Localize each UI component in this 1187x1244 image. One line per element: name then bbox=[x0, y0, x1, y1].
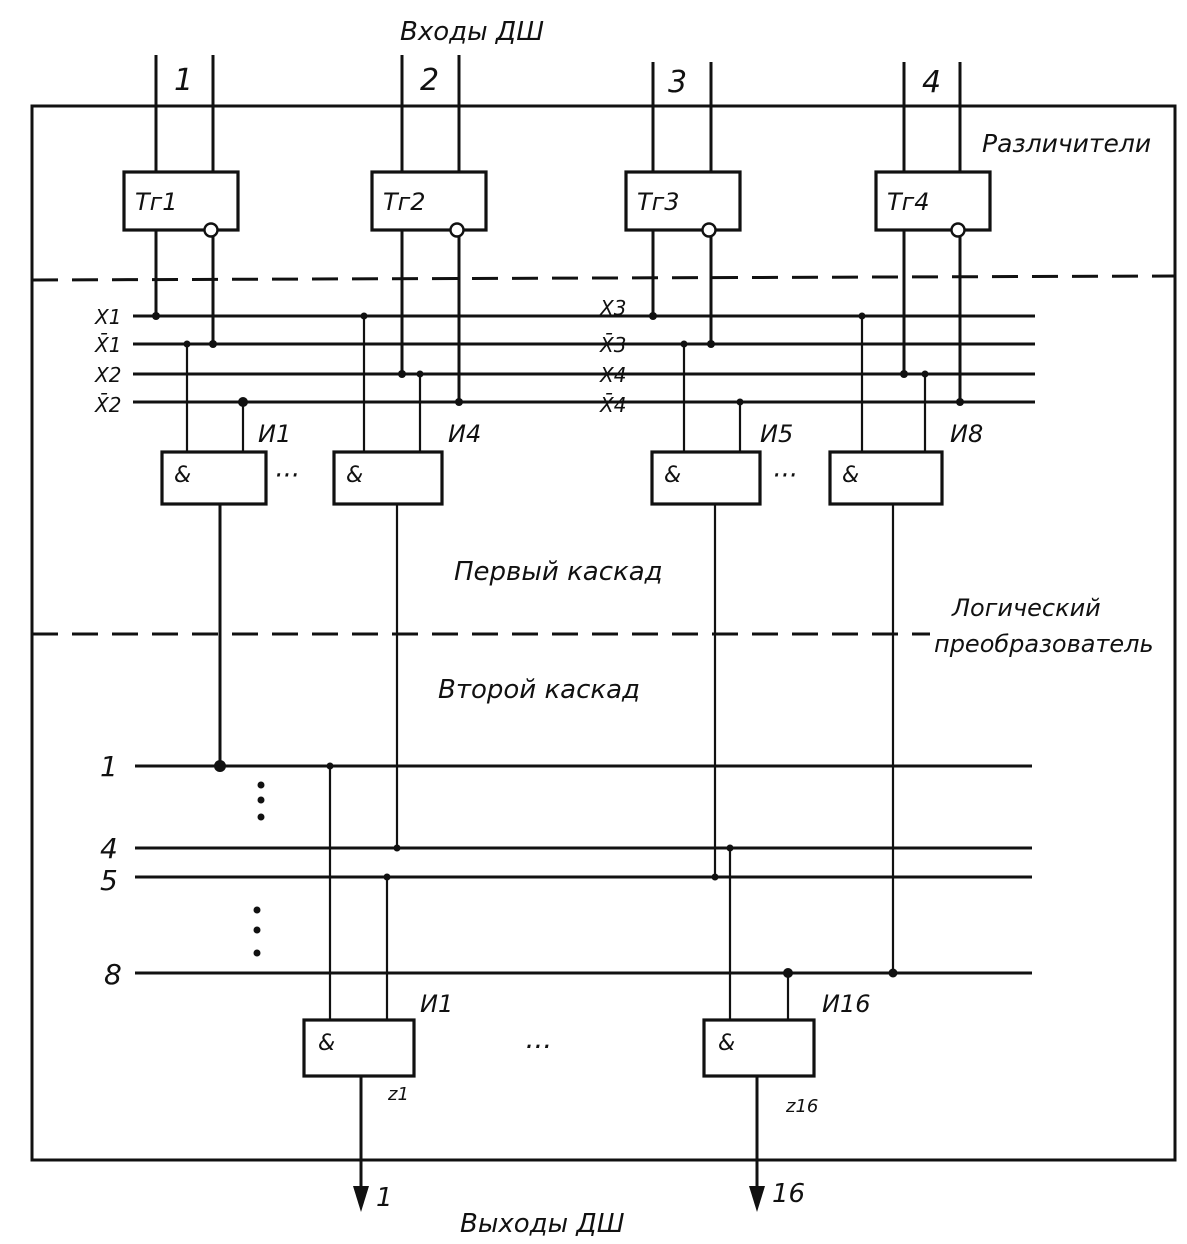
and-symbol: & bbox=[718, 1031, 735, 1056]
and-symbol: & bbox=[842, 463, 859, 488]
output-number-1: 1 bbox=[376, 1183, 393, 1213]
variable-buses bbox=[133, 314, 1035, 404]
and-symbol: & bbox=[664, 463, 681, 488]
gate-label-second-i16: И16 bbox=[822, 990, 871, 1018]
gate-label-second-i1: И1 bbox=[420, 990, 453, 1018]
vertical-ellipsis bbox=[253, 781, 265, 957]
bus-x2-label: X2 bbox=[94, 363, 121, 387]
trigger-1 bbox=[122, 170, 240, 232]
inverting-output-3 bbox=[701, 222, 717, 238]
bus-x1-inv-label: X̄1 bbox=[94, 332, 121, 357]
gate-label-i5: И5 bbox=[760, 420, 793, 448]
converter-label-line2: преобразователь bbox=[934, 630, 1154, 658]
output-number-16: 16 bbox=[772, 1179, 805, 1209]
converter-label-line1: Логический bbox=[951, 594, 1101, 622]
trigger-2-label: Tг2 bbox=[383, 188, 426, 216]
inverting-output-2 bbox=[449, 222, 465, 238]
and-gate-first-8 bbox=[828, 450, 944, 506]
output-z16-label: z16 bbox=[785, 1096, 818, 1117]
line-label-1: 1 bbox=[100, 750, 118, 783]
bus-x4-label: X4 bbox=[599, 363, 626, 387]
second-stage-label: Второй каскад bbox=[438, 675, 640, 705]
trigger-3-label: Tг3 bbox=[637, 188, 680, 216]
and-gate-second-1 bbox=[302, 1018, 416, 1078]
output-z1-label: z1 bbox=[387, 1084, 409, 1105]
second-stage-junctions bbox=[214, 760, 898, 978]
ellipsis-second: ··· bbox=[524, 1030, 551, 1063]
and-symbol: & bbox=[318, 1031, 335, 1056]
inverting-output-1 bbox=[203, 222, 219, 238]
input-number-2: 2 bbox=[420, 63, 439, 98]
inverting-output-4 bbox=[950, 222, 966, 238]
first-stage-outputs bbox=[218, 504, 895, 973]
and-gate-first-4 bbox=[332, 450, 444, 506]
gate-label-i1: И1 bbox=[258, 420, 291, 448]
trigger-2 bbox=[370, 170, 488, 232]
ellipsis-first-left: ··· bbox=[274, 461, 299, 491]
first-stage-label: Первый каскад bbox=[454, 557, 663, 587]
and-gate-first-1 bbox=[160, 450, 268, 506]
gate-label-i4: И4 bbox=[448, 420, 481, 448]
and-gate-second-16 bbox=[702, 1018, 816, 1078]
output-arrows bbox=[353, 1076, 765, 1212]
and-gate-first-5 bbox=[650, 450, 762, 506]
line-label-8: 8 bbox=[104, 958, 122, 991]
and-symbol: & bbox=[174, 463, 191, 488]
trigger-4 bbox=[874, 170, 992, 232]
trigger-3 bbox=[624, 170, 742, 232]
distinguishers-label: Различители bbox=[982, 129, 1151, 158]
second-stage-lines bbox=[135, 764, 1032, 975]
bus-x3-inv-label: X̄3 bbox=[599, 332, 626, 357]
input-number-1: 1 bbox=[174, 63, 193, 98]
first-stage-taps bbox=[183, 312, 929, 452]
input-lines bbox=[154, 55, 962, 172]
outputs-title: Выходы ДШ bbox=[460, 1209, 625, 1239]
input-number-4: 4 bbox=[922, 65, 941, 100]
and-symbol: & bbox=[346, 463, 363, 488]
gate-label-i8: И8 bbox=[950, 420, 983, 448]
bus-x3-label: X3 bbox=[599, 296, 626, 320]
trigger-1-label: Tг1 bbox=[135, 188, 178, 216]
inputs-title: Входы ДШ bbox=[400, 17, 544, 47]
input-number-3: 3 bbox=[668, 65, 687, 100]
line-label-4: 4 bbox=[100, 832, 118, 865]
bus-x4-inv-label: X̄4 bbox=[599, 392, 626, 417]
second-stage-taps bbox=[328, 766, 790, 1020]
line-label-5: 5 bbox=[100, 864, 118, 897]
trigger-4-label: Tг4 bbox=[887, 188, 930, 216]
bus-x1-label: X1 bbox=[94, 305, 121, 329]
bus-junctions bbox=[152, 312, 964, 406]
bus-x2-inv-label: X̄2 bbox=[94, 392, 121, 417]
ellipsis-first-right: ··· bbox=[772, 461, 797, 491]
divider-distinguishers bbox=[31, 274, 1176, 282]
